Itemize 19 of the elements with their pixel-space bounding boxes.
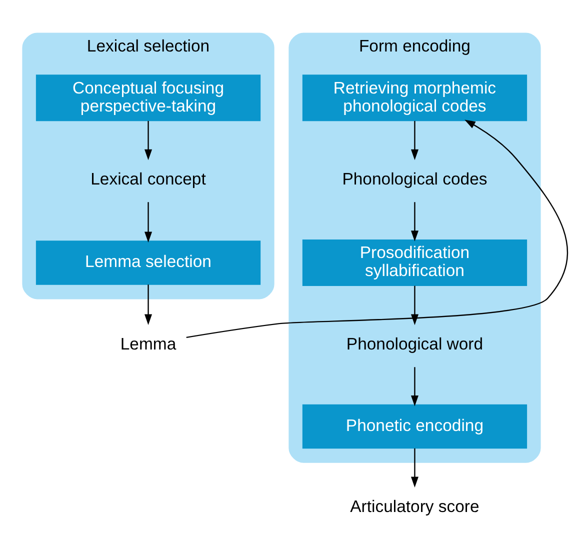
node-text: Lexical concept: [90, 170, 206, 189]
arrow: [410, 120, 418, 160]
node-box: Conceptual focusing perspective-taking: [36, 74, 261, 122]
arrow: [144, 284, 152, 325]
arrow: [410, 202, 418, 242]
arrow: [144, 120, 152, 160]
arrow: [410, 448, 418, 488]
node-box: Lemma selection: [36, 240, 261, 285]
node-box: Prosodification syllabification: [302, 239, 528, 286]
node-box: Phonetic encoding: [302, 404, 528, 449]
arrow: [144, 202, 152, 243]
arrow: [410, 367, 418, 406]
node-text: Phonological word: [346, 334, 484, 354]
arrow: [410, 286, 418, 326]
node-text: Phonological codes: [342, 170, 488, 189]
node-text: Articulatory score: [350, 497, 480, 516]
arrow: [186, 120, 568, 338]
node-box: Retrieving morphemic phonological codes: [302, 74, 528, 122]
node-text: Lemma: [120, 334, 176, 354]
